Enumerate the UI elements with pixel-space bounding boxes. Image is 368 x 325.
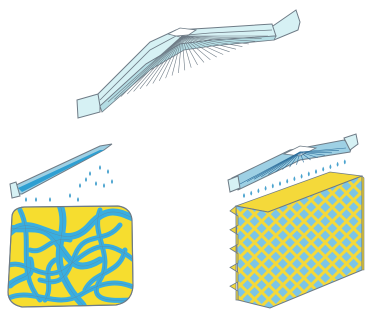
water-distribution-manifold	[77, 10, 300, 118]
water-droplet	[279, 181, 281, 186]
water-droplet	[89, 171, 91, 176]
fan-line	[108, 36, 182, 102]
water-droplet	[250, 191, 252, 196]
water-droplet	[103, 183, 105, 188]
water-droplet	[243, 193, 245, 198]
water-droplet	[322, 167, 324, 172]
water-droplet	[272, 183, 274, 188]
water-droplet	[49, 197, 51, 202]
cross-fluted-cellulose-pad	[230, 172, 364, 308]
manifold-left-end	[77, 94, 100, 118]
water-droplet	[286, 179, 288, 184]
water-droplet	[301, 174, 303, 179]
water-droplet	[344, 159, 346, 164]
water-droplet	[337, 162, 339, 167]
water-droplet	[107, 169, 109, 174]
cross-pad-serrated-edge	[230, 206, 238, 301]
water-droplet	[79, 183, 81, 188]
water-droplet	[265, 186, 267, 191]
trough-left-channel	[18, 150, 104, 192]
water-droplet	[111, 179, 113, 184]
cross-pad-side-face	[362, 176, 364, 270]
water-droplet	[95, 181, 97, 186]
water-droplet	[308, 171, 310, 176]
water-droplet	[69, 193, 71, 198]
water-droplet	[35, 197, 37, 202]
water-droplet	[25, 197, 27, 202]
random-fiber-pad	[0, 205, 150, 320]
water-droplet	[329, 164, 331, 169]
water-droplet	[293, 176, 295, 181]
water-droplet	[315, 169, 317, 174]
water-droplet	[77, 197, 79, 202]
water-droplet	[99, 165, 101, 170]
water-droplet	[85, 177, 87, 182]
water-droplet	[257, 188, 259, 193]
distribution-trough-left	[10, 144, 112, 198]
